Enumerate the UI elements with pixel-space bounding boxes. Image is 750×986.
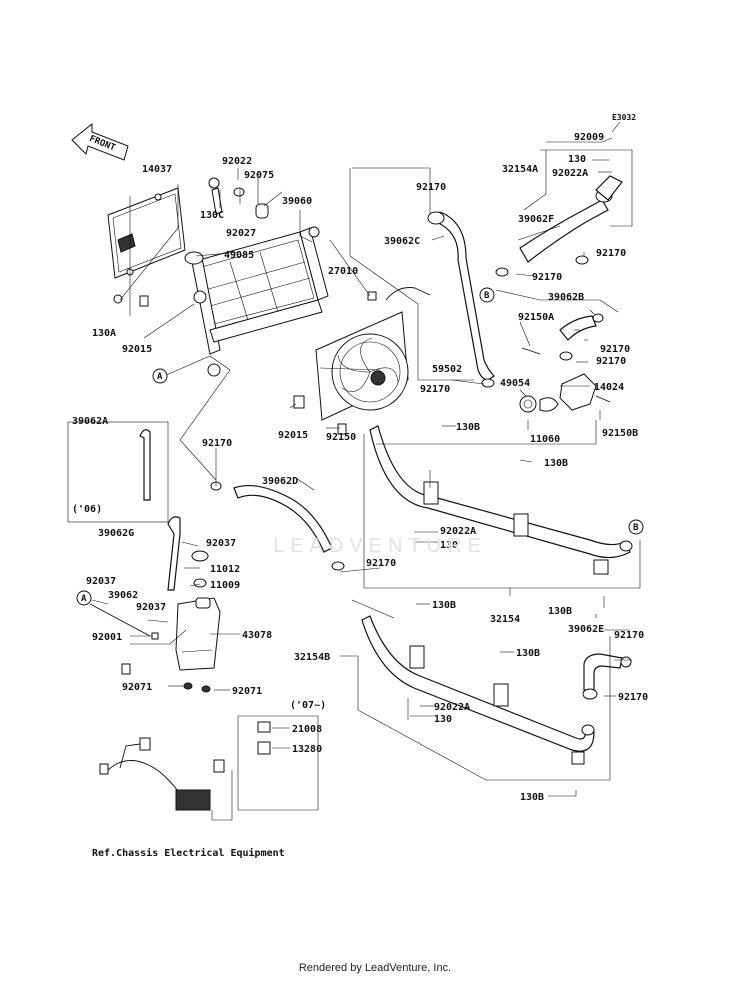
label-39062b: 39062B bbox=[548, 292, 584, 303]
label-92170-b: 92170 bbox=[416, 182, 446, 193]
label-92170-h: 92170 bbox=[366, 558, 396, 569]
label-92170-e: 92170 bbox=[532, 272, 562, 283]
label-130b-3: 130B bbox=[548, 606, 572, 617]
label-130b-1: 130B bbox=[456, 422, 480, 433]
label-13280: 13280 bbox=[292, 744, 322, 755]
marker-a-1-label: A bbox=[157, 372, 163, 382]
label-39062: 39062 bbox=[108, 590, 138, 601]
water-pipe-32154-part bbox=[369, 425, 633, 575]
label-14037: 14037 bbox=[142, 164, 172, 175]
label-92170-i: 92170 bbox=[614, 630, 644, 641]
label-92170-c: 92170 bbox=[420, 384, 450, 395]
label-92071-b: 92071 bbox=[232, 686, 262, 697]
label-92022a-1: 92022A bbox=[552, 168, 588, 179]
label-11060: 11060 bbox=[530, 434, 560, 445]
radiator-part bbox=[184, 177, 329, 377]
model-year-07: ('07~) bbox=[290, 700, 326, 711]
label-27010: 27010 bbox=[328, 266, 358, 277]
label-92170-d: 92170 bbox=[596, 248, 626, 259]
hose-39062e-part bbox=[582, 653, 632, 700]
marker-a-1 bbox=[152, 368, 168, 384]
label-92001: 92001 bbox=[92, 632, 122, 643]
label-92150b: 92150B bbox=[602, 428, 638, 439]
label-130-b: 130 bbox=[440, 540, 458, 551]
label-92170-f: 92170 bbox=[600, 344, 630, 355]
label-92150: 92150 bbox=[326, 432, 356, 443]
watermark: LEADVENTURE bbox=[273, 535, 487, 557]
label-11009: 11009 bbox=[210, 580, 240, 591]
label-43078: 43078 bbox=[242, 630, 272, 641]
label-130-c: 130 bbox=[434, 714, 452, 725]
label-92037-b: 92037 bbox=[86, 576, 116, 587]
marker-a-2-label: A bbox=[81, 594, 87, 604]
label-92170-a: 92170 bbox=[202, 438, 232, 449]
label-92037-c: 92037 bbox=[136, 602, 166, 613]
label-92037-a: 92037 bbox=[206, 538, 236, 549]
footer-credit: Rendered by LeadVenture, Inc. bbox=[298, 962, 452, 974]
label-130b-4: 130B bbox=[432, 600, 456, 611]
part-number-labels: E3032 14037 92022 92075 130C 92027 39060… bbox=[72, 113, 648, 859]
hose-39062f-part bbox=[495, 175, 623, 277]
label-32154a: 32154A bbox=[502, 164, 538, 175]
label-92170-g: 92170 bbox=[596, 356, 626, 367]
front-arrow-icon: FRONT bbox=[71, 122, 129, 161]
label-92150a: 92150A bbox=[518, 312, 554, 323]
wire-harness-part bbox=[99, 721, 271, 811]
label-39062g: 39062G bbox=[98, 528, 134, 539]
label-39062c: 39062C bbox=[384, 236, 420, 247]
radiator-fan-part bbox=[293, 287, 431, 435]
thermostat-housing-part bbox=[519, 347, 611, 413]
label-39062f: 39062F bbox=[518, 214, 554, 225]
label-130-a: 130 bbox=[568, 154, 586, 165]
box-07-variant bbox=[237, 715, 319, 811]
label-39060: 39060 bbox=[282, 196, 312, 207]
label-39062d: 39062D bbox=[262, 476, 298, 487]
diagram-code: E3032 bbox=[612, 113, 636, 122]
label-92022a-3: 92022A bbox=[434, 702, 470, 713]
water-pipe-32154b-part bbox=[361, 615, 595, 765]
label-92022: 92022 bbox=[222, 156, 252, 167]
leader-lines bbox=[67, 121, 641, 821]
label-92015-a: 92015 bbox=[122, 344, 152, 355]
label-92027: 92027 bbox=[226, 228, 256, 239]
reference-markers bbox=[76, 287, 644, 606]
label-49054: 49054 bbox=[500, 378, 530, 389]
label-130b-2: 130B bbox=[544, 458, 568, 469]
label-32154b: 32154B bbox=[294, 652, 330, 663]
label-130b-5: 130B bbox=[516, 648, 540, 659]
label-49085: 49085 bbox=[224, 250, 254, 261]
model-year-06: ('06) bbox=[72, 504, 102, 515]
overflow-hose-39062a-part bbox=[139, 429, 151, 501]
label-14024: 14024 bbox=[594, 382, 624, 393]
label-39062a: 39062A bbox=[72, 416, 108, 427]
hose-39062c-part bbox=[427, 211, 495, 388]
label-39062e: 39062E bbox=[568, 624, 604, 635]
label-130c: 130C bbox=[200, 210, 224, 221]
marker-b-2-label: B bbox=[633, 523, 639, 533]
box-06-variant bbox=[67, 421, 169, 523]
label-59502: 59502 bbox=[432, 364, 462, 375]
label-92009: 92009 bbox=[574, 132, 604, 143]
label-32154: 32154 bbox=[490, 614, 520, 625]
radiator-screen-part bbox=[107, 187, 186, 307]
label-11012: 11012 bbox=[210, 564, 240, 575]
label-92075: 92075 bbox=[244, 170, 274, 181]
reference-note: Ref.Chassis Electrical Equipment bbox=[92, 847, 285, 859]
marker-b-1-label: B bbox=[484, 291, 490, 301]
label-92022a-2: 92022A bbox=[440, 526, 476, 537]
label-92071-a: 92071 bbox=[122, 682, 152, 693]
marker-b-2 bbox=[628, 519, 644, 535]
label-21008: 21008 bbox=[292, 724, 322, 735]
label-92015-b: 92015 bbox=[278, 430, 308, 441]
marker-a-2 bbox=[76, 590, 92, 606]
label-130a: 130A bbox=[92, 328, 116, 339]
marker-b-1 bbox=[479, 287, 495, 303]
label-92170-j: 92170 bbox=[618, 692, 648, 703]
label-130b-6: 130B bbox=[520, 792, 544, 803]
hose-39062b-part bbox=[559, 313, 604, 361]
